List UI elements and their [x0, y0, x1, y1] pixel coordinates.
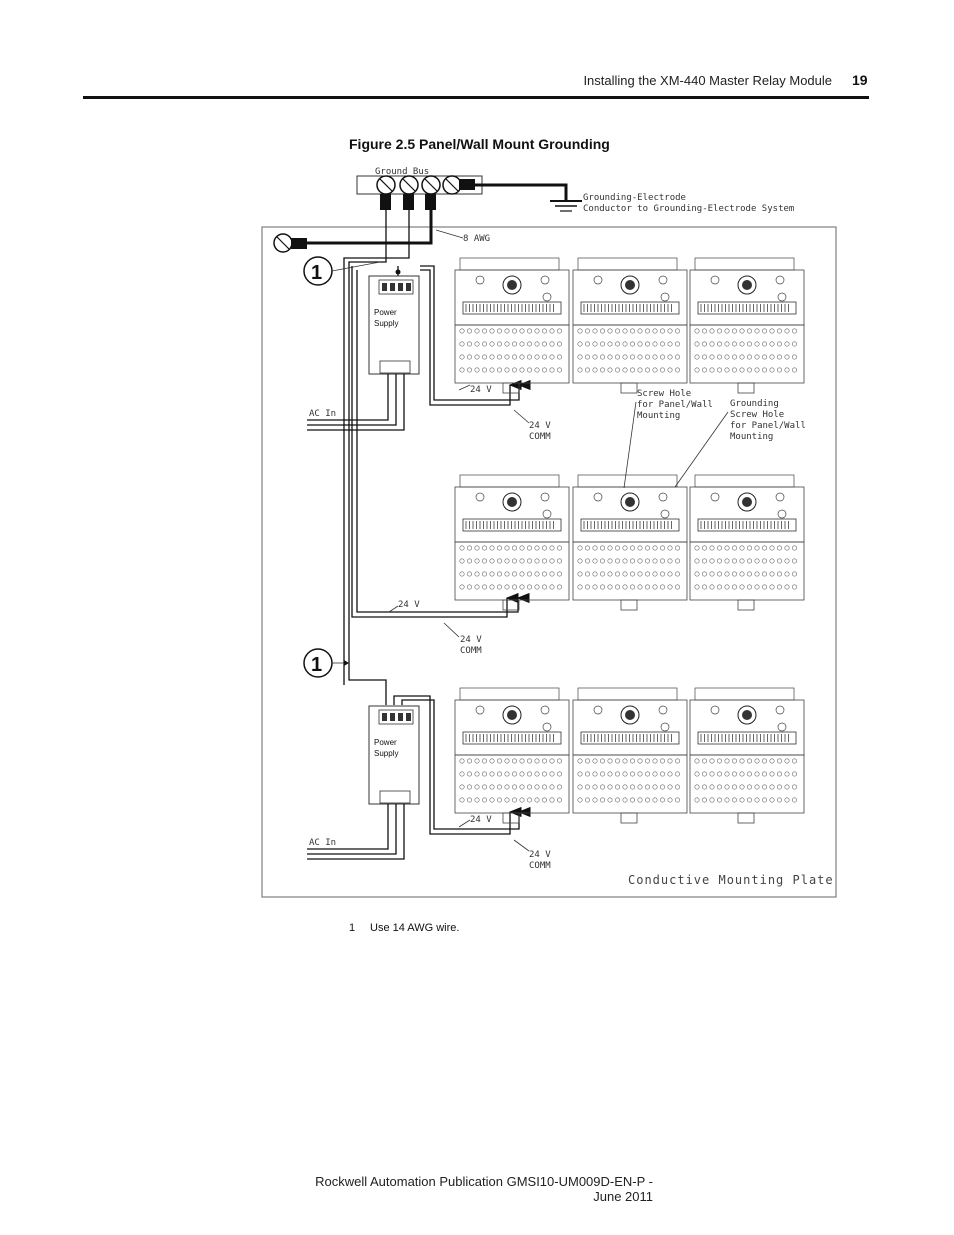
- screw-hole-label-1: Screw Hole: [637, 389, 691, 399]
- module-rows: [454, 257, 805, 824]
- module-2-3: [689, 474, 805, 611]
- grounding-screw-label-1: Grounding: [730, 399, 779, 409]
- awg-8-label: 8 AWG: [463, 234, 490, 244]
- v24-top-label: 24 V: [470, 385, 492, 395]
- callout-1-bottom: 1: [311, 654, 322, 676]
- module-2-1: [454, 474, 570, 611]
- ground-bus: [356, 175, 483, 210]
- module-1-1: [454, 257, 570, 394]
- grounding-screw-label-4: Mounting: [730, 432, 773, 442]
- header-rule: [83, 96, 869, 99]
- module-3-2: [572, 687, 688, 824]
- module-1-2: [572, 257, 688, 394]
- footnote-number: 1: [349, 922, 356, 934]
- footnote-text: Use 14 AWG wire.: [370, 922, 460, 934]
- module-3-3: [689, 687, 805, 824]
- power-supply-top-label-2: Supply: [374, 319, 398, 328]
- figure-caption: Figure 2.5 Panel/Wall Mount Grounding: [349, 136, 610, 152]
- ac-in-bottom-label: AC In: [309, 838, 336, 848]
- panel-ground-stud: [273, 233, 307, 253]
- v24-comm-mid-label-2: COMM: [460, 646, 482, 656]
- screw-hole-label-3: Mounting: [637, 411, 680, 421]
- screw-hole-label-2: for Panel/Wall: [637, 400, 713, 410]
- v24-bottom-label: 24 V: [470, 815, 492, 825]
- grounding-screw-label-3: for Panel/Wall: [730, 421, 806, 431]
- module-2-2: [572, 474, 688, 611]
- v24-comm-mid-label-1: 24 V: [460, 635, 482, 645]
- v24-mid-label: 24 V: [398, 600, 420, 610]
- earth-ground-icon: [550, 200, 582, 212]
- module-1-3: [689, 257, 805, 394]
- v24-comm-bottom-label-2: COMM: [529, 861, 551, 871]
- power-supply-bottom-label-2: Supply: [374, 749, 398, 758]
- page-number: 19: [852, 72, 868, 88]
- callout-1-top: 1: [311, 262, 322, 284]
- running-header-title: Installing the XM-440 Master Relay Modul…: [583, 73, 832, 88]
- grounding-electrode-label-1: Grounding-Electrode: [583, 193, 686, 203]
- v24-comm-top-label-2: COMM: [529, 432, 551, 442]
- power-supply-bottom-label-1: Power: [374, 738, 397, 747]
- publication-footer: Rockwell Automation Publication GMSI10-U…: [315, 1174, 653, 1204]
- power-supply-top-label-1: Power: [374, 308, 397, 317]
- grounding-electrode-label-2: Conductor to Grounding-Electrode System: [583, 204, 794, 214]
- grounding-screw-label-2: Screw Hole: [730, 410, 784, 420]
- ground-bus-label: Ground Bus: [375, 167, 429, 177]
- power-supply-bottom: [368, 705, 420, 805]
- conductive-mounting-plate: [261, 226, 837, 898]
- module-3-1: [454, 687, 570, 824]
- power-supply-top: [368, 275, 420, 375]
- v24-comm-bottom-label-1: 24 V: [529, 850, 551, 860]
- mounting-plate-label: Conductive Mounting Plate: [628, 873, 834, 887]
- ac-in-top-label: AC In: [309, 409, 336, 419]
- v24-comm-top-label-1: 24 V: [529, 421, 551, 431]
